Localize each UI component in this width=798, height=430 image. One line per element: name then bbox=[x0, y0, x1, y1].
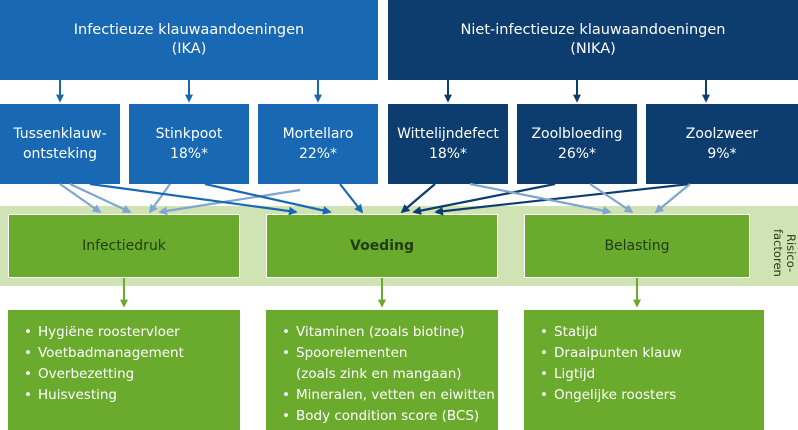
condition-percentage: 26%* bbox=[557, 146, 597, 162]
arrow-mortellaro-voeding bbox=[339, 183, 364, 214]
condition-name: Mortellaro bbox=[282, 126, 354, 142]
list-item-continuation: (zoals zink en mangaan) bbox=[296, 366, 462, 382]
arrow-zoolzweer-voeding bbox=[434, 182, 691, 216]
arrow-zoolbloeding-voeding bbox=[412, 182, 556, 215]
arrow-wittelijn-voeding bbox=[400, 183, 436, 214]
condition-wittelijndefect: Wittelijndefect 18%* bbox=[388, 104, 508, 184]
arrow-stinkpoot-voeding bbox=[204, 182, 332, 215]
ika-title: Infectieuze klauwaandoeningen bbox=[73, 22, 305, 38]
condition-percentage: 18%* bbox=[169, 146, 209, 162]
list-item: Statijd bbox=[540, 322, 764, 343]
list-belasting: Statijd Draaipunten klauw Ligtijd Ongeli… bbox=[524, 310, 764, 430]
arrow-zoolzweer-belasting bbox=[654, 183, 691, 214]
list-item: Overbezetting bbox=[24, 364, 240, 385]
list-item: Mineralen, vetten en eiwitten bbox=[282, 385, 498, 406]
condition-mortellaro: Mortellaro 22%* bbox=[258, 104, 378, 184]
condition-name: Stinkpoot bbox=[155, 126, 223, 142]
side-label-line2: factoren bbox=[771, 229, 785, 277]
risk-factor-side-label: Risico- factoren bbox=[757, 224, 798, 282]
arrow-mortellaro-infectiedruk bbox=[158, 188, 301, 216]
risk-factor-label: Infectiedruk bbox=[82, 238, 166, 254]
arrow-tussenklauw-infectiedruk bbox=[59, 183, 102, 214]
list-item: Vitaminen (zoals biotine) bbox=[282, 322, 498, 343]
risk-factor-infectiedruk: Infectiedruk bbox=[8, 214, 240, 278]
condition-name: Zoolbloeding bbox=[531, 126, 623, 142]
condition-tussenklauwontsteking: Tussenklauw- ontsteking bbox=[0, 104, 120, 184]
list-item: Huisvesting bbox=[24, 385, 240, 406]
list-item: Body condition score (BCS) bbox=[282, 406, 498, 427]
condition-name: Wittelijndefect bbox=[397, 126, 499, 142]
list-item: Voetbadmanagement bbox=[24, 343, 240, 364]
risk-factor-voeding: Voeding bbox=[266, 214, 498, 278]
arrow-stinkpoot-infectiedruk bbox=[148, 183, 171, 214]
arrow-tussenklauw-voeding bbox=[89, 182, 298, 216]
list-item: Hygiëne roostervloer bbox=[24, 322, 240, 343]
arrow-tussenklauw-infectiedruk-2 bbox=[69, 183, 132, 214]
condition-name: Tussenklauw- bbox=[13, 126, 107, 142]
risk-factor-label: Belasting bbox=[604, 238, 670, 254]
side-label-line1: Risico- bbox=[784, 233, 798, 273]
condition-percentage: 9%* bbox=[707, 146, 737, 162]
condition-percentage: 18%* bbox=[428, 146, 468, 162]
nika-title: Niet-infectieuze klauwaandoeningen bbox=[460, 22, 726, 38]
arrow-zoolbloeding-belasting bbox=[589, 183, 634, 213]
list-voeding: Vitaminen (zoals biotine) Spoorelementen… bbox=[266, 310, 498, 430]
list-item: Draaipunten klauw bbox=[540, 343, 764, 364]
condition-percentage: 22%* bbox=[298, 146, 338, 162]
list-item: Ligtijd bbox=[540, 364, 764, 385]
arrow-wittelijn-belasting bbox=[469, 182, 612, 215]
condition-zoolbloeding: Zoolbloeding 26%* bbox=[517, 104, 637, 184]
ika-abbr: (IKA) bbox=[171, 41, 207, 57]
nika-abbr: (NIKA) bbox=[570, 41, 616, 57]
condition-name-cont: ontsteking bbox=[22, 146, 98, 162]
risk-factor-label: Voeding bbox=[350, 238, 414, 254]
risk-factor-belasting: Belasting bbox=[524, 214, 750, 278]
list-item: Spoorelementen bbox=[282, 343, 498, 364]
condition-zoolzweer: Zoolzweer 9%* bbox=[646, 104, 798, 184]
nika-header: Niet-infectieuze klauwaandoeningen (NIKA… bbox=[388, 0, 798, 80]
condition-name: Zoolzweer bbox=[685, 126, 759, 142]
condition-stinkpoot: Stinkpoot 18%* bbox=[129, 104, 249, 184]
ika-header: Infectieuze klauwaandoeningen (IKA) bbox=[0, 0, 378, 80]
list-infectiedruk: Hygiëne roostervloer Voetbadmanagement O… bbox=[8, 310, 240, 430]
list-item: Ongelijke roosters bbox=[540, 385, 764, 406]
